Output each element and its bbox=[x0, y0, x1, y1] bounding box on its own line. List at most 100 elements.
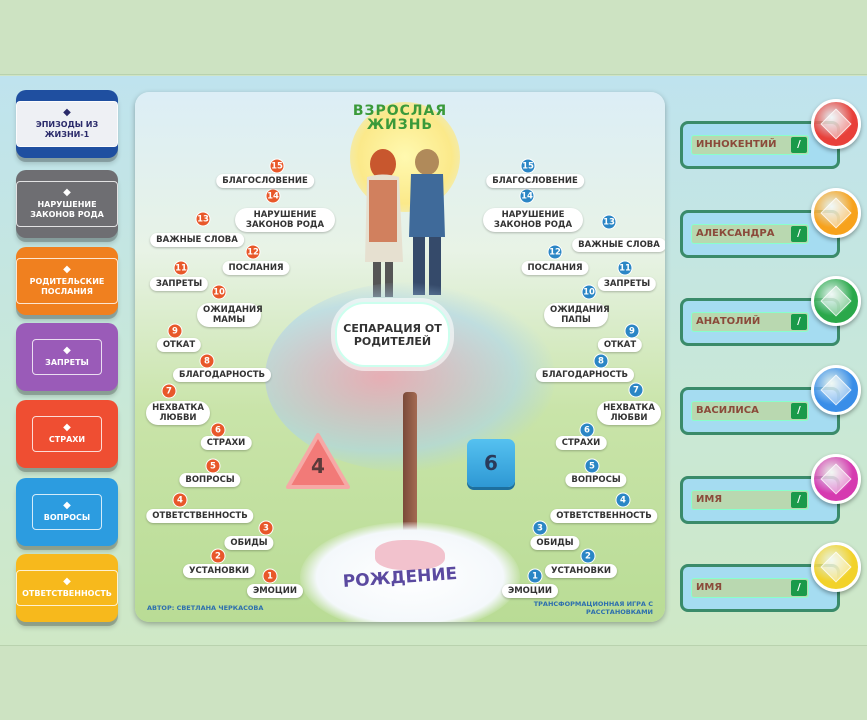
left-step-13[interactable]: ВАЖНЫЕ СЛОВА bbox=[150, 233, 244, 247]
card-frame: ◆ РОДИТЕЛЬСКИЕ ПОСЛАНИЯ bbox=[16, 258, 118, 304]
right-step-number: 10 bbox=[581, 284, 597, 300]
sprout-icon: ◆ bbox=[63, 264, 71, 275]
right-step-3[interactable]: ОБИДЫ bbox=[530, 536, 580, 550]
left-step-1[interactable]: ЭМОЦИИ bbox=[246, 584, 304, 598]
left-step-4[interactable]: ОТВЕТСТВЕННОСТЬ bbox=[146, 509, 254, 523]
card-frame: ◆ОТВЕТСТВЕННОСТЬ bbox=[16, 570, 118, 606]
player-name: ВАСИЛИСА bbox=[696, 405, 759, 416]
square-counter[interactable]: 6 bbox=[467, 439, 515, 487]
player-gem-token[interactable] bbox=[811, 188, 861, 238]
player-name-field[interactable]: ИМЯ/ bbox=[691, 490, 809, 510]
edit-name-button[interactable]: / bbox=[791, 403, 807, 419]
right-step-8[interactable]: БЛАГОДАРНОСТЬ bbox=[536, 368, 634, 382]
edit-name-button[interactable]: / bbox=[791, 580, 807, 596]
right-step-number: 3 bbox=[532, 520, 548, 536]
triangle-counter[interactable]: 4 bbox=[285, 432, 351, 490]
left-step-number: 4 bbox=[172, 492, 188, 508]
edit-name-button[interactable]: / bbox=[791, 314, 807, 330]
right-step-1[interactable]: ЭМОЦИИ bbox=[501, 584, 559, 598]
card-label: ВОПРОСЫ bbox=[43, 513, 91, 522]
card-label: СТРАХИ bbox=[48, 435, 86, 444]
gem-icon bbox=[820, 463, 852, 495]
left-step-11[interactable]: ЗАПРЕТЫ bbox=[149, 277, 209, 291]
card-deck-1[interactable]: ◆ЭПИЗОДЫ ИЗ ЖИЗНИ-1 bbox=[16, 90, 118, 158]
player-name-field[interactable]: ИМЯ / bbox=[691, 578, 809, 598]
left-step-number: 13 bbox=[195, 211, 211, 227]
edit-name-button[interactable]: / bbox=[791, 137, 807, 153]
right-step-13[interactable]: ВАЖНЫЕ СЛОВА bbox=[572, 238, 665, 252]
card-deck-3[interactable]: ◆ РОДИТЕЛЬСКИЕ ПОСЛАНИЯ bbox=[16, 247, 118, 315]
left-step-5[interactable]: ВОПРОСЫ bbox=[179, 473, 241, 487]
right-step-number: 7 bbox=[628, 382, 644, 398]
player-slot-2: АЛЕКСАНДРА/ bbox=[680, 210, 840, 258]
player-name-field[interactable]: ВАСИЛИСА / bbox=[691, 401, 809, 421]
card-frame: ◆ЗАПРЕТЫ bbox=[32, 339, 102, 375]
left-step-7[interactable]: НЕХВАТКА ЛЮБВИ bbox=[146, 401, 210, 425]
card-deck-7[interactable]: ◆ОТВЕТСТВЕННОСТЬ bbox=[16, 554, 118, 622]
player-gem-token[interactable] bbox=[811, 99, 861, 149]
card-frame: ◆ СТРАХИ bbox=[32, 416, 102, 452]
player-slot-3: АНАТОЛИЙ/ bbox=[680, 298, 840, 346]
lightning-icon: ◆ bbox=[63, 422, 71, 433]
edit-name-button[interactable]: / bbox=[791, 226, 807, 242]
edit-name-button[interactable]: / bbox=[791, 492, 807, 508]
left-step-number: 15 bbox=[269, 158, 285, 174]
left-step-3[interactable]: ОБИДЫ bbox=[224, 536, 274, 550]
right-step-number: 15 bbox=[520, 158, 536, 174]
card-deck-6[interactable]: ◆ВОПРОСЫ bbox=[16, 478, 118, 546]
player-name-field[interactable]: АЛЕКСАНДРА/ bbox=[691, 224, 809, 244]
right-step-14[interactable]: НАРУШЕНИЕ ЗАКОНОВ РОДА bbox=[483, 208, 583, 232]
right-step-number: 14 bbox=[519, 188, 535, 204]
gem-icon bbox=[820, 197, 852, 229]
photo-icon: ◆ bbox=[63, 107, 71, 118]
birth-cloud bbox=[300, 522, 520, 622]
right-step-15[interactable]: БЛАГОСЛОВЕНИЕ bbox=[486, 174, 584, 188]
player-gem-token[interactable] bbox=[811, 276, 861, 326]
left-step-2[interactable]: УСТАНОВКИ bbox=[182, 564, 256, 578]
right-step-number: 4 bbox=[615, 492, 631, 508]
card-deck-2[interactable]: ◆ НАРУШЕНИЕ ЗАКОНОВ РОДА bbox=[16, 170, 118, 238]
card-label: НАРУШЕНИЕ ЗАКОНОВ РОДА bbox=[30, 200, 104, 219]
right-step-number: 1 bbox=[527, 568, 543, 584]
right-step-6[interactable]: СТРАХИ bbox=[555, 436, 607, 450]
player-name-field[interactable]: ИННОКЕНТИЙ/ bbox=[691, 135, 809, 155]
left-step-number: 7 bbox=[161, 383, 177, 399]
player-gem-token[interactable] bbox=[811, 542, 861, 592]
left-step-12[interactable]: ПОСЛАНИЯ bbox=[222, 261, 290, 275]
left-step-9[interactable]: ОТКАТ bbox=[156, 338, 202, 352]
player-name-field[interactable]: АНАТОЛИЙ/ bbox=[691, 312, 809, 332]
right-step-4[interactable]: ОТВЕТСТВЕННОСТЬ bbox=[550, 509, 658, 523]
card-deck-5[interactable]: ◆ СТРАХИ bbox=[16, 400, 118, 468]
left-step-number: 6 bbox=[210, 422, 226, 438]
left-step-number: 5 bbox=[205, 458, 221, 474]
card-deck-4[interactable]: ◆ЗАПРЕТЫ bbox=[16, 323, 118, 391]
left-step-10[interactable]: ОЖИДАНИЯ МАМЫ bbox=[197, 303, 263, 327]
player-gem-token[interactable] bbox=[811, 454, 861, 504]
right-step-number: 11 bbox=[617, 260, 633, 276]
left-step-14[interactable]: НАРУШЕНИЕ ЗАКОНОВ РОДА bbox=[235, 208, 335, 232]
right-step-2[interactable]: УСТАНОВКИ bbox=[544, 564, 618, 578]
right-step-number: 2 bbox=[580, 548, 596, 564]
left-step-15[interactable]: БЛАГОСЛОВЕНИЕ bbox=[216, 174, 314, 188]
left-step-number: 14 bbox=[265, 188, 281, 204]
left-step-8[interactable]: БЛАГОДАРНОСТЬ bbox=[173, 368, 271, 382]
right-step-number: 13 bbox=[601, 214, 617, 230]
left-step-number: 12 bbox=[245, 244, 261, 260]
player-name: ИМЯ bbox=[696, 582, 723, 593]
card-frame: ◆ВОПРОСЫ bbox=[32, 494, 102, 530]
right-step-number: 5 bbox=[584, 458, 600, 474]
left-step-number: 10 bbox=[211, 284, 227, 300]
right-step-10[interactable]: ОЖИДАНИЯ ПАПЫ bbox=[544, 303, 610, 327]
left-step-6[interactable]: СТРАХИ bbox=[200, 436, 252, 450]
minus-circle-icon: ◆ bbox=[63, 187, 71, 198]
right-step-12[interactable]: ПОСЛАНИЯ bbox=[521, 261, 589, 275]
card-label: РОДИТЕЛЬСКИЕ ПОСЛАНИЯ bbox=[29, 277, 105, 296]
right-step-5[interactable]: ВОПРОСЫ bbox=[565, 473, 627, 487]
player-gem-token[interactable] bbox=[811, 365, 861, 415]
right-step-11[interactable]: ЗАПРЕТЫ bbox=[597, 277, 657, 291]
right-step-7[interactable]: НЕХВАТКА ЛЮБВИ bbox=[597, 401, 661, 425]
card-label: ОТВЕТСТВЕННОСТЬ bbox=[22, 589, 112, 598]
right-step-9[interactable]: ОТКАТ bbox=[597, 338, 643, 352]
right-step-number: 8 bbox=[593, 353, 609, 369]
game-board: ВЗРОСЛАЯ ЖИЗНЬ РОЖДЕНИЕ СЕПАРАЦИЯ ОТ РОД… bbox=[135, 92, 665, 622]
